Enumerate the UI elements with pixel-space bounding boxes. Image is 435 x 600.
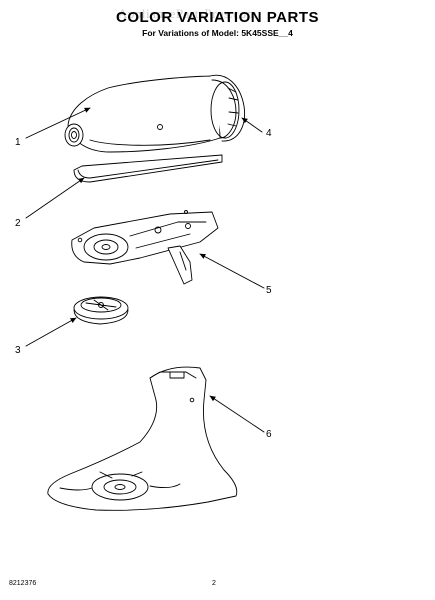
gear-housing-part (71, 210, 219, 285)
pedestal-base-part (47, 366, 238, 511)
callout-1: 1 (15, 137, 21, 148)
callout-2: 2 (15, 218, 21, 229)
planetary-hub-part (73, 296, 129, 325)
trim-band-part (73, 154, 223, 183)
leader-line-6 (209, 395, 265, 433)
page-title: COLOR VARIATION PARTS (116, 9, 319, 26)
leader-line-1 (25, 107, 91, 139)
document-number: 8212376 (9, 580, 37, 587)
motor-housing-part (64, 74, 246, 153)
leader-line-4 (241, 117, 263, 133)
leader-line-5 (199, 253, 265, 289)
callout-6: 6 (266, 429, 272, 440)
page-subtitle: For Variations of Model: 5K45SSE__4 (142, 28, 293, 38)
leader-line-2 (25, 177, 85, 219)
callout-3: 3 (15, 345, 21, 356)
page-number: 2 (212, 580, 216, 587)
watermark-text: AppliancePartsPros.com (118, 6, 258, 21)
callout-4: 4 (266, 128, 272, 139)
leader-line-3 (25, 317, 77, 347)
callout-5: 5 (266, 285, 272, 296)
